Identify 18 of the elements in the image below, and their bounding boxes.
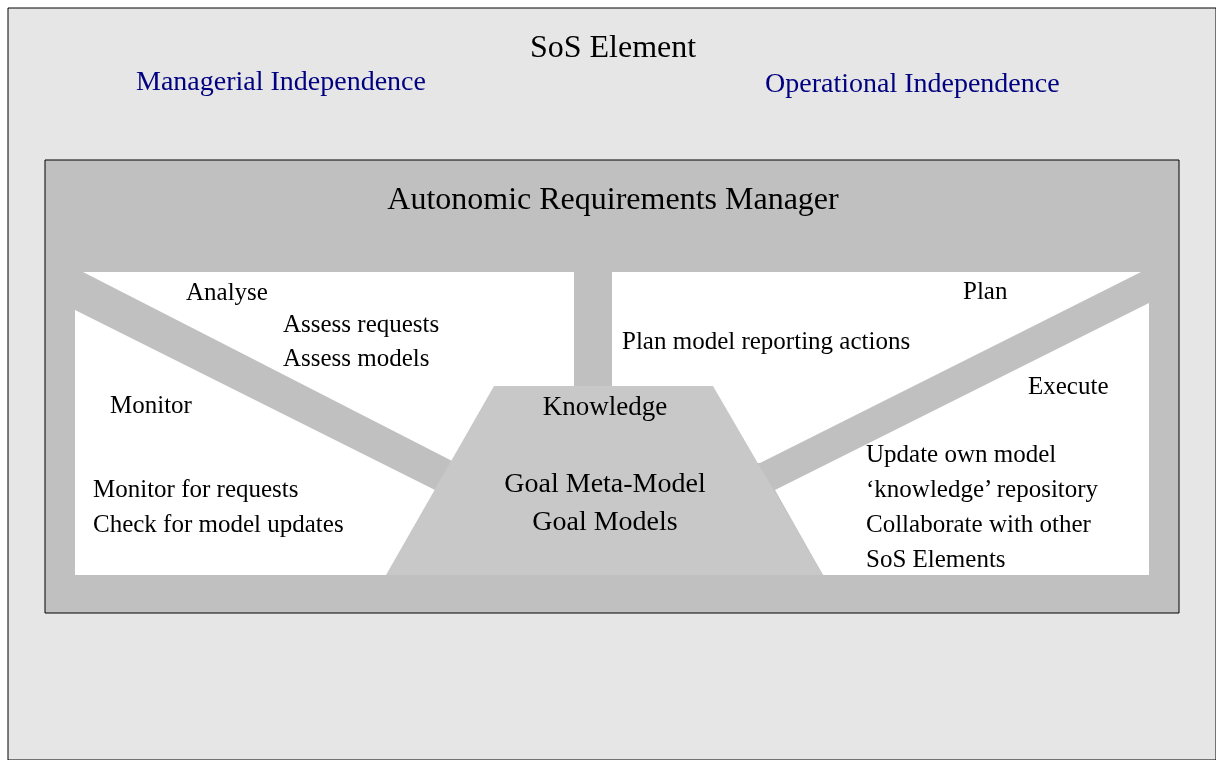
list-item-text: Check for model updates	[93, 509, 344, 539]
stage-title: Monitor	[110, 390, 192, 420]
list-item-text: Collaborate with other SoS Elements	[866, 509, 1092, 574]
heading-text: Operational Independence	[765, 66, 1060, 100]
panel-title: Autonomic Requirements Manager	[387, 179, 839, 218]
stage-title: Plan	[963, 276, 1008, 306]
stage-title: Analyse	[186, 277, 268, 307]
heading-text: Managerial Independence	[136, 64, 426, 98]
list-item-text: Update own model ‘knowledge’ repository	[866, 439, 1100, 504]
list-item-text: Goal Models	[532, 504, 678, 538]
list-item-text: Assess requests	[283, 309, 440, 339]
list-item-text: Plan model reporting actions	[622, 326, 911, 356]
list-item-text: Monitor for requests	[93, 474, 299, 504]
stage-title: Execute	[1028, 371, 1109, 401]
list-item-text: Assess models	[283, 343, 430, 373]
panel-title: SoS Element	[529, 27, 697, 66]
list-item-text: Goal Meta-Model	[504, 466, 706, 500]
stage-title: Knowledge	[542, 390, 668, 423]
